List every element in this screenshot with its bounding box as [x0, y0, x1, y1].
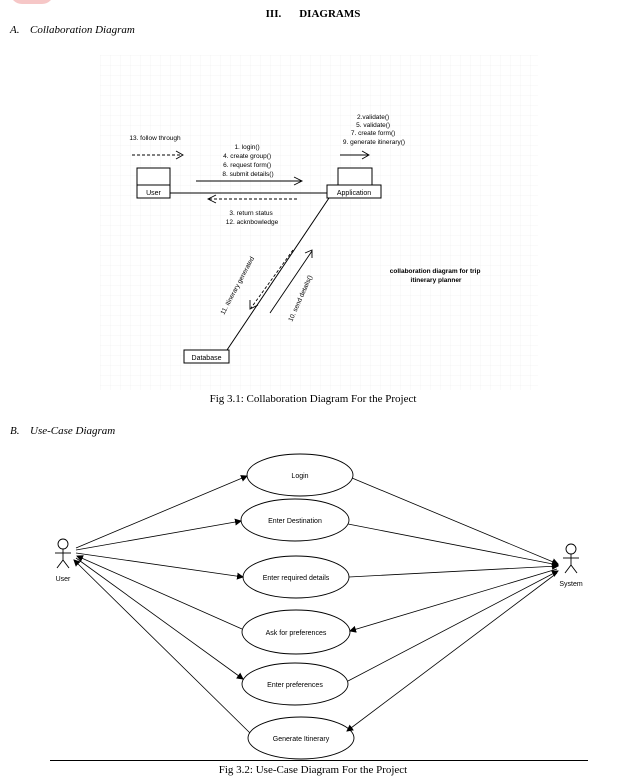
use-case-enter-destination: Enter Destination	[240, 498, 350, 542]
use-case-diagram: User System Login Enter Destination Ente…	[55, 453, 583, 760]
database-object: Database	[183, 349, 230, 364]
caption-rule	[50, 760, 588, 761]
msgs-to-app: 1. login() 4. create group() 6. request …	[222, 144, 273, 178]
use-case-enter-required-details: Enter required details	[242, 555, 350, 599]
diagram-note: collaboration diagram for trip itinerary…	[390, 268, 482, 284]
itinerary-generated-arrow	[249, 249, 294, 310]
self-arrow	[340, 150, 370, 160]
app-db-link	[226, 197, 330, 351]
subsection-b-heading: B. Use-Case Diagram	[10, 425, 115, 437]
assoc-system-itinerary	[346, 572, 558, 732]
return-arrow	[206, 194, 298, 204]
use-case-enter-preferences: Enter preferences	[241, 662, 349, 706]
svg-text:Ask for preferences: Ask for preferences	[266, 630, 327, 637]
assoc-details-system	[348, 562, 559, 578]
figure-caption-1: Fig 3.1: Collaboration Diagram For the P…	[209, 393, 417, 405]
msgs-self: 2.validate() 5. validate() 7. create for…	[343, 114, 405, 146]
assoc-enter-preferences-system	[347, 570, 559, 682]
msgs-return: 3. return status 12. acknbowledge	[226, 210, 279, 226]
collaboration-diagram: User Application Database 13. follow thr…	[100, 55, 538, 390]
send-details-arrow	[269, 249, 313, 314]
assoc-user-enter-preferences	[75, 557, 244, 680]
assoc-user-required-details	[75, 552, 244, 580]
figure-caption-2: Fig 3.2: Use-Case Diagram For the Projec…	[218, 764, 408, 776]
subsection-b-title: Use-Case Diagram	[30, 425, 116, 437]
assoc-destination-system	[347, 523, 559, 568]
grid-background	[100, 55, 538, 390]
subsection-a-heading: A. Collaboration Diagram	[10, 24, 135, 36]
svg-text:Enter Destination: Enter Destination	[268, 518, 322, 525]
user-object: User	[136, 167, 171, 199]
svg-text:Login: Login	[291, 473, 308, 480]
user-actor: User	[55, 538, 71, 583]
assoc-user-destination	[75, 518, 242, 551]
logo-fragment	[10, 0, 54, 4]
subsection-a-letter: A.	[10, 24, 20, 36]
application-object-label: Application	[337, 190, 371, 197]
database-object-label: Database	[192, 355, 222, 362]
system-actor: System	[559, 543, 583, 588]
assoc-user-login	[75, 475, 248, 549]
section-title: DIAGRAMS	[299, 8, 361, 20]
assoc-preferences-user	[76, 555, 243, 630]
follow-arrow	[132, 150, 184, 160]
subsection-b-letter: B.	[10, 425, 20, 437]
assoc-system-ask-preferences	[349, 568, 558, 633]
system-actor-label: System	[559, 581, 583, 588]
user-object-label: User	[146, 190, 161, 197]
svg-text:Generate Itinerary: Generate Itinerary	[273, 736, 330, 743]
svg-text:Enter required details: Enter required details	[263, 575, 330, 582]
subsection-a-title: Collaboration Diagram	[30, 24, 135, 36]
to-app-arrow	[196, 176, 304, 186]
assoc-login-system	[351, 477, 559, 565]
use-case-generate-itinerary: Generate Itinerary	[247, 716, 355, 760]
msg-follow-through: 13. follow through	[129, 135, 181, 142]
section-number: III.	[265, 8, 282, 20]
use-case-ask-for-preferences: Ask for preferences	[241, 609, 351, 655]
svg-text:Enter preferences: Enter preferences	[267, 682, 323, 689]
user-actor-label: User	[56, 576, 71, 583]
section-heading: III. DIAGRAMS	[0, 8, 626, 20]
assoc-itinerary-user	[73, 559, 251, 734]
use-case-login: Login	[246, 453, 354, 497]
application-object: Application	[326, 167, 382, 199]
